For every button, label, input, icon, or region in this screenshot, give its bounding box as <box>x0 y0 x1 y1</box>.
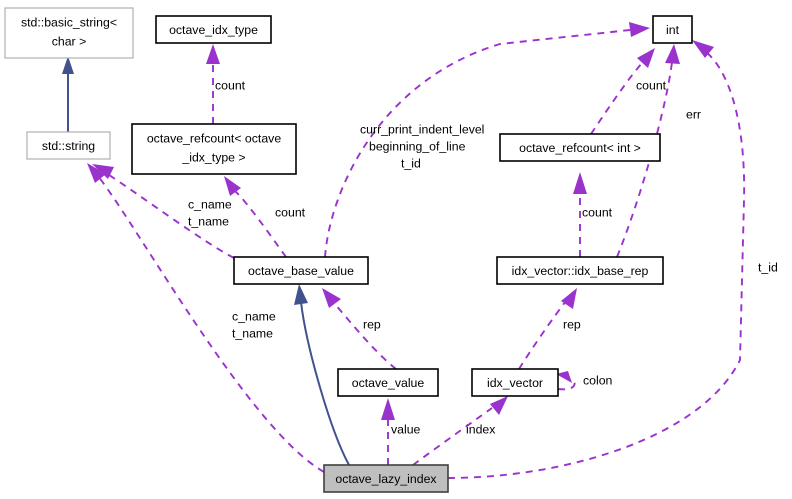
edge-base-value-to-std-string: c_name t_name <box>92 164 235 259</box>
edge-label-err: err <box>686 107 701 121</box>
edge-lazy-index-to-idx-vector: index <box>412 396 508 466</box>
node-label-octave-base-value: octave_base_value <box>248 264 354 278</box>
node-label-octave-idx-type: octave_idx_type <box>169 23 258 37</box>
node-label-octave-value: octave_value <box>352 376 425 390</box>
node-label-std-basic-string-line1: std::basic_string< <box>21 15 117 29</box>
edge-label-rep-octave-value: rep <box>363 317 381 331</box>
node-label-idx-vector: idx_vector <box>487 376 543 390</box>
node-octave-refcount-int[interactable]: octave_refcount< int > <box>499 133 661 162</box>
edge-label-count-base-value: count <box>275 205 306 219</box>
node-label-refcount-idx-line1: octave_refcount< octave <box>147 131 281 145</box>
edge-label-count-idx-base-rep: count <box>582 205 613 219</box>
node-label-idx-base-rep: idx_vector::idx_base_rep <box>512 264 649 278</box>
edge-label-beginning-of-line: beginning_of_line <box>369 139 466 153</box>
node-octave-refcount-idx-type[interactable]: octave_refcount< octave _idx_type > <box>131 123 297 175</box>
node-int[interactable]: int <box>652 15 693 44</box>
edge-octave-value-to-base-value: rep <box>322 288 397 370</box>
edge-label-tname-lower: t_name <box>232 326 273 340</box>
edge-label-colon: colon <box>583 373 613 387</box>
edge-label-count-idx: count <box>215 78 246 92</box>
edge-idx-vector-self-colon: colon <box>556 371 613 391</box>
node-std-string[interactable]: std::string <box>26 131 111 160</box>
edge-lazy-index-to-int: t_id <box>447 40 778 479</box>
node-label-refcount-int: octave_refcount< int > <box>519 141 641 155</box>
edge-label-rep-idx-vector: rep <box>563 317 581 331</box>
node-octave-idx-type[interactable]: octave_idx_type <box>155 15 272 44</box>
edge-layer: count c_name t_name count c_name t_name <box>62 22 778 479</box>
edge-lazy-index-to-std-string: c_name t_name <box>87 163 325 473</box>
edge-label-count-int: count <box>636 78 667 92</box>
edge-idx-base-rep-to-refcount-int: count <box>573 172 613 257</box>
node-layer: std::basic_string< char > octave_idx_typ… <box>4 7 693 493</box>
edge-label-t-id-base-value: t_id <box>401 156 421 170</box>
node-label-std-string: std::string <box>42 139 95 153</box>
edge-lazy-index-to-octave-value: value <box>381 398 421 465</box>
node-std-basic-string[interactable]: std::basic_string< char > <box>4 7 134 59</box>
edge-base-value-to-refcount-idx: count <box>224 176 306 258</box>
edge-label-cname-upper: c_name <box>188 197 232 211</box>
edge-label-value: value <box>391 422 421 436</box>
node-label-refcount-idx-line2: _idx_type > <box>181 150 245 164</box>
node-octave-lazy-index[interactable]: octave_lazy_index <box>323 464 449 493</box>
edge-lazy-index-to-base-value <box>294 284 350 466</box>
edge-label-cname-lower: c_name <box>232 309 276 323</box>
edge-idx-vector-to-idx-base-rep: rep <box>518 288 581 370</box>
edge-label-curr-print-indent-level: curr_print_indent_level <box>360 122 484 136</box>
node-idx-vector-idx-base-rep[interactable]: idx_vector::idx_base_rep <box>496 256 664 285</box>
node-label-std-basic-string-line2: char > <box>52 34 87 48</box>
node-octave-base-value[interactable]: octave_base_value <box>233 256 369 285</box>
edge-refcount-idx-to-octave-idx-type: count <box>206 44 246 124</box>
edge-std-string-to-basic-string <box>62 56 74 132</box>
edge-refcount-int-to-int: count <box>590 48 667 135</box>
node-idx-vector[interactable]: idx_vector <box>471 368 559 397</box>
node-octave-value[interactable]: octave_value <box>337 368 439 397</box>
edge-label-index: index <box>466 422 496 436</box>
edge-label-t-id-lazy-index: t_id <box>758 260 778 274</box>
node-label-octave-lazy-index: octave_lazy_index <box>335 472 437 486</box>
edge-label-tname-upper: t_name <box>188 214 229 228</box>
node-label-int: int <box>666 23 680 37</box>
edge-base-value-to-int: curr_print_indent_level beginning_of_lin… <box>324 22 650 258</box>
